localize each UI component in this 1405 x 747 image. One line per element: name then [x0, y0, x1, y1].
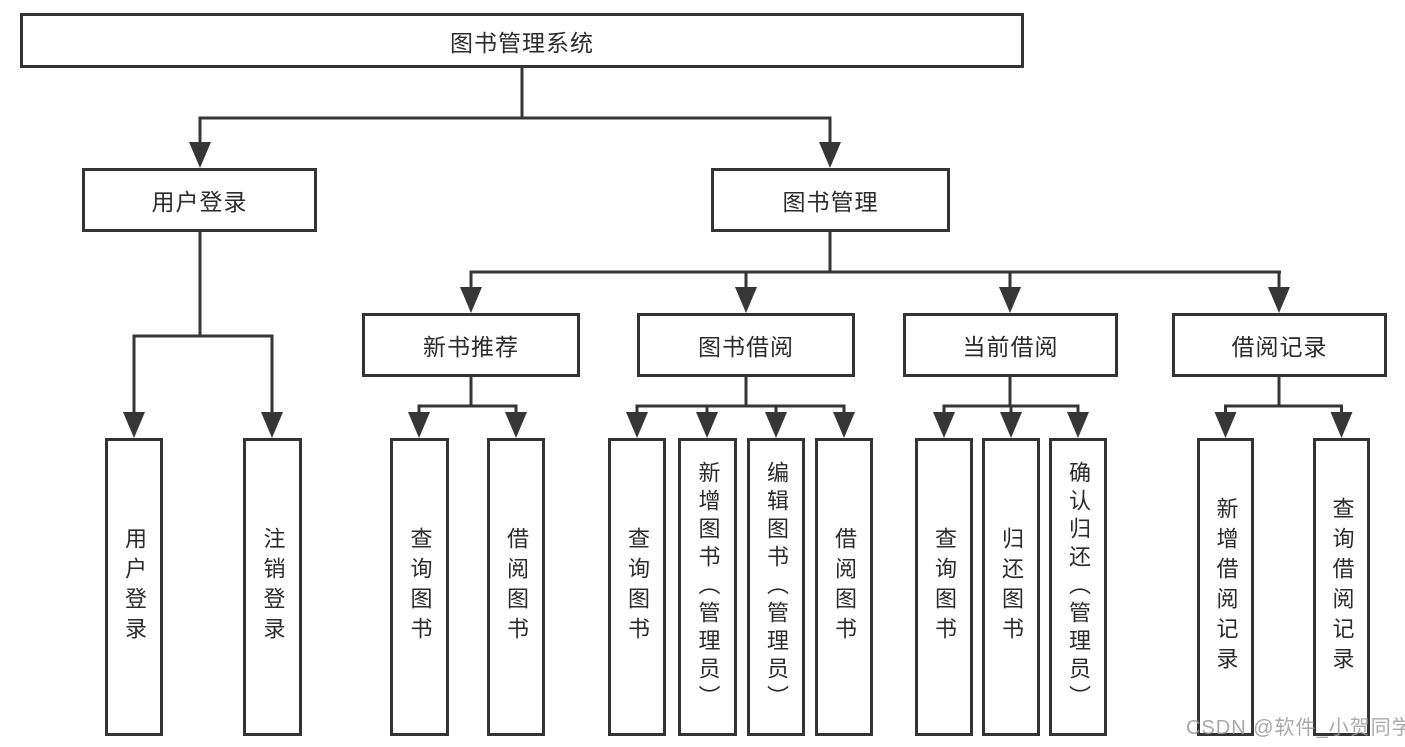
leaf-logout: 注销登录	[243, 438, 302, 736]
node-current-borrow: 当前借阅	[903, 313, 1118, 377]
leaf-rec-borrow-book-label: 借阅图书	[504, 527, 529, 647]
leaf-rec-borrow-book: 借阅图书	[487, 438, 545, 736]
node-borrow-record-label: 借阅记录	[1231, 334, 1328, 360]
leaf-borrow-borrow-book: 借阅图书	[815, 438, 873, 736]
leaf-current-confirm-return-label: 确认归还（管理员）	[1066, 461, 1091, 713]
leaf-borrow-add-book: 新增图书（管理员）	[678, 438, 737, 736]
node-borrow-record: 借阅记录	[1172, 313, 1387, 377]
node-root-label: 图书管理系统	[450, 29, 594, 56]
node-book-mgmt: 图书管理	[711, 168, 950, 232]
node-root-system: 图书管理系统	[20, 13, 1024, 68]
leaf-current-return-book: 归还图书	[982, 438, 1040, 736]
leaf-record-add-label: 新增借阅记录	[1213, 497, 1239, 677]
leaf-current-confirm-return: 确认归还（管理员）	[1049, 438, 1107, 736]
node-user-login-label: 用户登录	[151, 189, 248, 215]
csdn-watermark: CSDN @软件_小贺同学	[1186, 717, 1405, 739]
connector-current-borrow-to-leaves	[933, 377, 1089, 438]
node-new-book-rec-label: 新书推荐	[423, 334, 519, 360]
node-book-mgmt-label: 图书管理	[782, 189, 879, 215]
leaf-user-login: 用户登录	[105, 438, 163, 736]
connector-borrow-record-to-leaves	[1214, 377, 1353, 438]
leaf-record-query-label: 查询借阅记录	[1329, 497, 1355, 677]
node-user-login: 用户登录	[82, 168, 317, 232]
leaf-current-return-book-label: 归还图书	[999, 527, 1024, 647]
connector-user-login-to-leaves	[123, 232, 283, 438]
leaf-logout-label: 注销登录	[260, 527, 286, 647]
leaf-rec-query-book: 查询图书	[390, 438, 449, 736]
node-book-borrow-label: 图书借阅	[698, 334, 794, 360]
leaf-borrow-borrow-book-label: 借阅图书	[832, 527, 857, 647]
leaf-borrow-edit-book: 编辑图书（管理员）	[747, 438, 805, 736]
leaf-record-query: 查询借阅记录	[1313, 438, 1370, 736]
leaf-current-query-book-label: 查询图书	[932, 527, 957, 647]
leaf-rec-query-book-label: 查询图书	[407, 527, 433, 647]
node-new-book-rec: 新书推荐	[362, 313, 580, 377]
leaf-current-query-book: 查询图书	[915, 438, 973, 736]
leaf-record-add: 新增借阅记录	[1197, 438, 1254, 736]
node-book-borrow: 图书借阅	[637, 313, 855, 377]
leaf-borrow-edit-book-label: 编辑图书（管理员）	[764, 461, 789, 713]
connector-new-book-rec-to-leaves	[408, 377, 527, 438]
leaf-borrow-query-book: 查询图书	[608, 438, 666, 736]
leaf-user-login-label: 用户登录	[122, 527, 147, 647]
connector-book-borrow-to-leaves	[626, 377, 855, 438]
leaf-borrow-add-book-label: 新增图书（管理员）	[695, 461, 721, 713]
leaf-borrow-query-book-label: 查询图书	[625, 527, 650, 647]
connector-root-to-level2	[189, 68, 841, 168]
connector-book-mgmt-to-level3	[460, 232, 1290, 313]
node-current-borrow-label: 当前借阅	[962, 334, 1059, 360]
